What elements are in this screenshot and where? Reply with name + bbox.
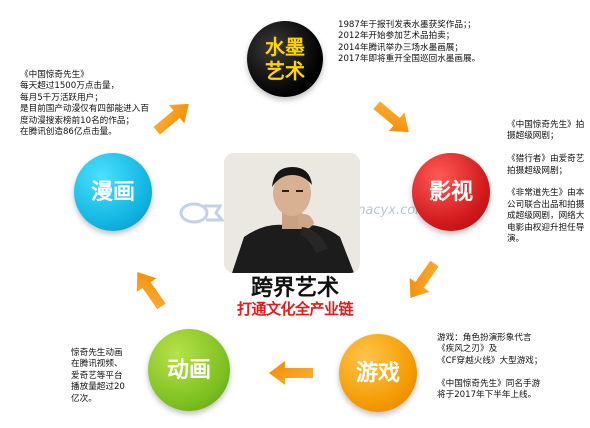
ink-art-description: 1987年于报刊发表水墨获奖作品；； 2012年开始参加艺术品拍卖； 2014年… xyxy=(338,20,481,65)
animation-description: 惊奇先生动画 在腾讯视频、 爱奇艺等平台 播放量超过20 亿次。 xyxy=(71,348,125,404)
node-comic: 漫画 xyxy=(74,153,152,231)
film-description: 《中国惊奇先生》拍摄超级网剧； 《猎行者》由爱奇艺拍摄超级网剧； 《非常道先生》… xyxy=(507,120,585,245)
node-film: 影视 xyxy=(412,153,490,231)
caption-title: 跨界艺术 xyxy=(250,275,339,301)
node-ink-art: 水墨 艺术 xyxy=(247,21,323,97)
node-animation-label: 动画 xyxy=(166,356,211,383)
portrait-photo xyxy=(224,153,360,273)
arrow-game-to-anim xyxy=(269,361,313,385)
arrow-anim-to-comic xyxy=(136,271,166,310)
node-film-label: 影视 xyxy=(428,178,473,205)
node-animation: 动画 xyxy=(148,329,230,411)
node-comic-label: 漫画 xyxy=(90,178,135,205)
arrow-ink-to-film xyxy=(373,101,409,133)
caption-subtitle: 打通文化全产业链 xyxy=(236,300,354,318)
arrow-comic-to-ink xyxy=(153,103,189,135)
node-game-label: 游戏 xyxy=(355,359,400,386)
node-game: 游戏 xyxy=(339,334,417,412)
node-ink-art-label: 水墨 艺术 xyxy=(265,35,305,83)
comic-description: 《中国惊奇先生》 每天超过1500万点击量， 每月5千万活跃用户； 是目前国产动… xyxy=(20,70,149,138)
arrow-film-to-game xyxy=(409,260,439,299)
game-description: 游戏：角色扮演形象代言 《疾风之刃》及 《CF穿越火线》大型游戏； 《中国惊奇先… xyxy=(437,333,543,401)
